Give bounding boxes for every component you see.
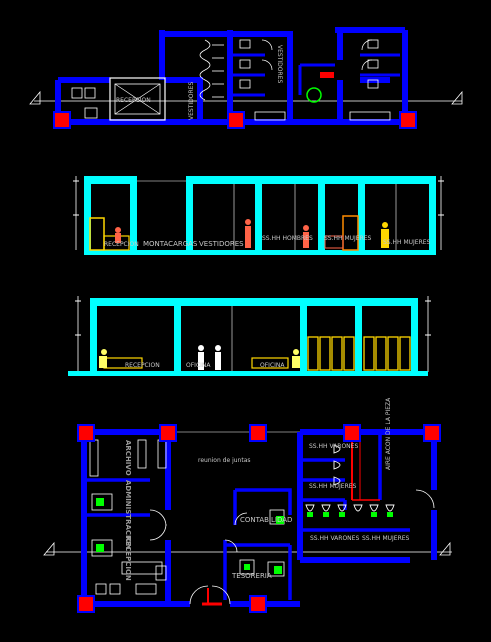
floor-plan-inner-walls	[84, 435, 410, 600]
elev1-person-1	[115, 227, 121, 233]
elev2-toilet-doors	[307, 336, 411, 371]
top-plan-walls	[55, 27, 408, 125]
floor-label-recepcion: RECEPCION	[124, 536, 132, 581]
top-plan: RECEPCION VESTIDORES VESTIDORES	[29, 27, 463, 129]
elev2-label-oficina: OFICINA	[186, 362, 211, 369]
elev1-label-ss-hh-mujeres-b: SS.HH MUJERES	[383, 239, 431, 246]
floor-plan-columns	[77, 424, 441, 613]
elev1-label-vestidores: VESTIDORES	[199, 240, 244, 248]
archive-shelves	[89, 439, 167, 477]
elev1-person-2	[245, 219, 251, 225]
elev1-label-recepcion: RECEPCION	[104, 241, 139, 248]
top-plan-label-recepcion: RECEPCION	[116, 97, 151, 104]
desks	[91, 493, 285, 595]
floor-label-tesoreria: TESORERIA	[231, 572, 272, 580]
floor-label-administracion: ADMINISTRACION	[124, 480, 132, 550]
elevation-1-frame	[84, 176, 436, 255]
section-arrow-right	[451, 90, 463, 105]
floor-label-ss-hh-varones-1: SS.HH VARONES	[309, 443, 358, 450]
top-plan-label-vestidores-2: VESTIDORES	[276, 45, 283, 83]
floor-label-archivo: ARCHIVO	[124, 440, 132, 476]
stair-symbol	[199, 39, 224, 101]
floor-plan-doors	[149, 489, 435, 605]
elevator-box	[109, 77, 166, 121]
elev1-label-montacargas: MONTACARGAS	[143, 240, 198, 248]
top-plan-label-vestidores: VESTIDORES	[188, 82, 195, 120]
elev2-label-oficina-2: OFICINA	[260, 362, 285, 369]
floor-label-ss-hh-varones-2: SS.HH VARONES	[310, 535, 359, 542]
section-arrow-left	[29, 90, 41, 105]
elev1-label-ss-hh-hombres: SS.HH HOMBRES	[262, 235, 313, 242]
elev1-door-2	[342, 215, 359, 251]
chairs	[96, 498, 284, 574]
toilet-markers	[307, 512, 393, 517]
elevation-2-frame	[68, 298, 428, 376]
elev1-label-ss-hh-mujeres-a: SS.HH MUJERES	[324, 235, 372, 242]
top-plan-fixtures	[71, 39, 391, 121]
elev1-person-3	[303, 225, 309, 231]
elev1-door	[89, 217, 105, 251]
toilets	[305, 444, 395, 512]
top-plan-inner-walls	[230, 53, 400, 97]
elevation-1: RECEPCION MONTACARGAS VESTIDORES SS.HH H…	[73, 176, 444, 255]
floor-plan: ARCHIVO ADMINISTRACION RECEPCION reunion…	[43, 397, 452, 613]
floor-label-ss-hh-mujeres-2: SS.HH MUJERES	[362, 535, 410, 542]
floor-label-contabilidad: CONTABILIDAD	[240, 516, 292, 524]
floor-label-reunion-de-juntas: reunion de juntas	[198, 457, 251, 464]
floor-label-ss-hh-mujeres-1: SS.HH MUJERES	[309, 483, 357, 490]
elev2-label-recepcion: RECEPCION	[125, 362, 160, 369]
accessibility-icon	[306, 87, 322, 103]
floor-label-aire-acondicionado: AIRE ACON DE LA PIEZA	[385, 397, 392, 470]
top-plan-columns	[53, 111, 417, 129]
top-plan-doors	[261, 39, 373, 71]
elev2-desk-2	[251, 357, 289, 369]
elevation-2: RECEPCION OFICINA OFICINA	[68, 296, 431, 376]
